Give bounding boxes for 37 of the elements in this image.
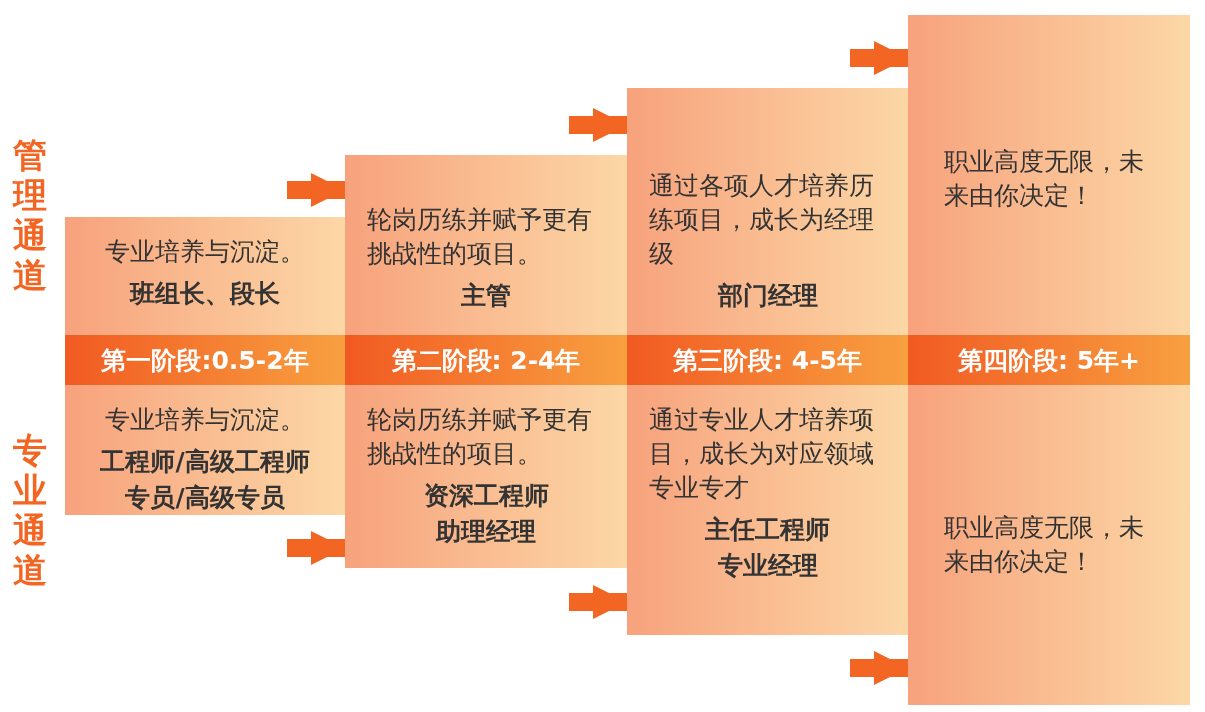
stage-band: 第三阶段: 4-5年	[627, 335, 908, 385]
role-title: 助理经理	[436, 516, 536, 548]
stage-band: 第二阶段: 2-4年	[345, 335, 627, 385]
stage-card	[627, 88, 908, 335]
description-text: 通过专业人才培养项目，成长为对应领域专业专才	[649, 404, 875, 504]
arrow	[569, 107, 627, 143]
stage-card	[627, 385, 908, 635]
arrow	[287, 172, 345, 208]
description-text: 轮岗历练并赋予更有挑战性的项目。	[367, 204, 593, 270]
role-title: 主管	[461, 280, 511, 312]
description-text: 职业高度无限，未来由你决定！	[944, 146, 1145, 212]
stage-card	[345, 155, 627, 335]
stage-card	[65, 385, 345, 515]
stage-band: 第四阶段: 5年+	[908, 335, 1190, 385]
stage-band: 第一阶段:0.5-2年	[65, 335, 345, 385]
role-title: 班组长、段长	[130, 278, 280, 310]
role-title: 工程师/高级工程师	[100, 446, 310, 478]
stage-card	[345, 385, 627, 568]
description-text: 专业培养与沉淀。	[105, 404, 305, 436]
role-title: 资深工程师	[423, 480, 549, 512]
stage-card	[908, 385, 1190, 705]
description-text: 通过各项人才培养历练项目，成长为经理级	[649, 170, 875, 270]
channel-label: 管理通道	[12, 135, 48, 295]
role-title: 部门经理	[717, 280, 818, 312]
stage-card	[65, 217, 345, 335]
description-text: 专业培养与沉淀。	[105, 236, 305, 268]
description-text: 轮岗历练并赋予更有挑战性的项目。	[367, 404, 593, 470]
stage-card	[908, 15, 1190, 335]
arrow	[850, 650, 908, 686]
arrow	[569, 584, 627, 620]
channel-label: 专业通道	[12, 430, 48, 590]
arrow	[850, 40, 908, 76]
role-title: 主任工程师	[705, 514, 830, 546]
description-text: 职业高度无限，未来由你决定！	[944, 512, 1145, 578]
role-title: 专业经理	[717, 550, 818, 582]
arrow	[287, 530, 345, 566]
role-title: 专员/高级专员	[125, 482, 285, 514]
